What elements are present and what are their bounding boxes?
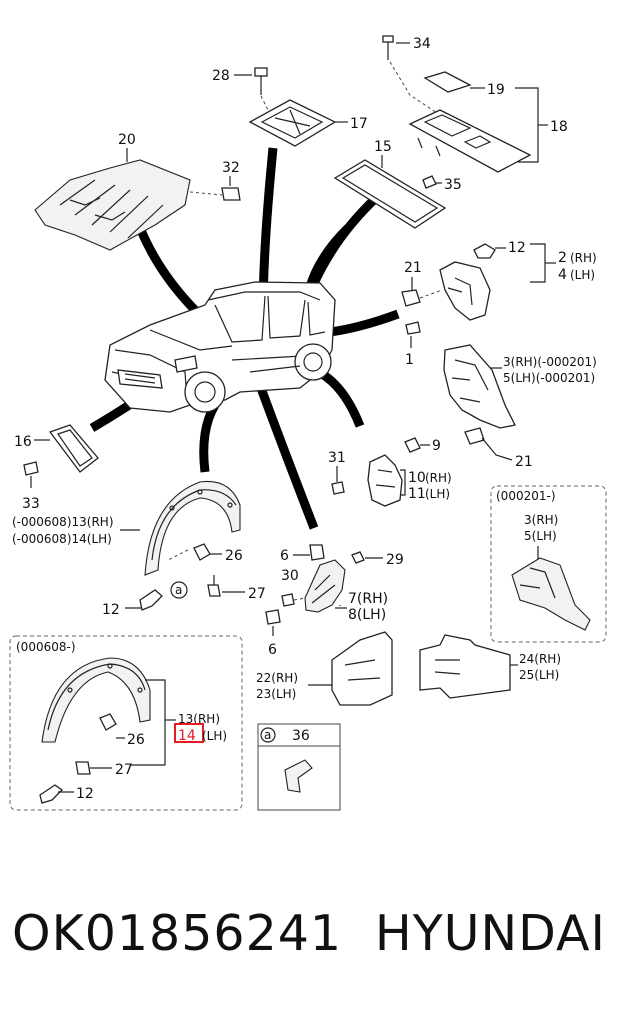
callout-box608: (000608-) bbox=[16, 640, 76, 654]
callout-35: 35 bbox=[444, 177, 462, 193]
part-32-bolt: 32 bbox=[189, 160, 241, 201]
callout-16: 16 bbox=[14, 434, 32, 450]
callout-32: 32 bbox=[222, 160, 240, 176]
part-35-clip: 35 bbox=[422, 175, 462, 193]
callout-11-suffix: (LH) bbox=[425, 487, 450, 501]
callout-36: 36 bbox=[292, 728, 310, 744]
callout-1: 1 bbox=[405, 352, 414, 368]
callout-26a: 26 bbox=[225, 548, 243, 564]
footer: OK01856241 HYUNDAI bbox=[0, 905, 620, 985]
vehicle-illustration bbox=[104, 281, 336, 413]
callout-20: 20 bbox=[118, 132, 136, 148]
callout-26b: 26 bbox=[127, 732, 145, 748]
part-28-17: 28 17 bbox=[212, 67, 368, 147]
callout-4: 4 bbox=[558, 267, 567, 283]
callout-30: 30 bbox=[281, 568, 299, 584]
part-10-11-mudflap: 9 31 10 (RH) 11 (LH) bbox=[328, 437, 452, 507]
callout-22: 22(RH) bbox=[256, 671, 298, 685]
callout-3: 3(RH)(-000201) bbox=[503, 355, 597, 369]
callout-12b: 12 bbox=[102, 602, 120, 618]
callout-10: 10 bbox=[408, 470, 426, 486]
callout-21a: 21 bbox=[404, 260, 422, 276]
inset-box-36: a 36 bbox=[257, 723, 341, 811]
callout-12c: 12 bbox=[76, 786, 94, 802]
callout-15: 15 bbox=[374, 139, 392, 155]
callout-12a: 12 bbox=[508, 240, 526, 256]
variant-box-000201: (000201-) 3(RH) 5(LH) bbox=[490, 485, 607, 643]
callout-17: 17 bbox=[350, 116, 368, 132]
part-2-4-bracket: 12 2 (RH) 4 (LH) 21 1 bbox=[401, 240, 597, 368]
callout-2-suffix: (RH) bbox=[570, 251, 597, 265]
part-18-19: 19 18 bbox=[408, 71, 568, 173]
callout-5b: 5(LH) bbox=[524, 529, 557, 543]
callout-18: 18 bbox=[550, 119, 568, 135]
callout-14b-suffix: (LH) bbox=[202, 729, 227, 743]
callout-13b: 13(RH) bbox=[178, 712, 220, 726]
brand-name: HYUNDAI bbox=[374, 905, 606, 962]
part-20-shield: 20 bbox=[34, 132, 191, 251]
callout-3b: 3(RH) bbox=[524, 513, 558, 527]
callout-19: 19 bbox=[487, 82, 505, 98]
part-number: OK01856241 bbox=[12, 905, 343, 962]
callout-9: 9 bbox=[432, 438, 441, 454]
leader-strokes bbox=[89, 147, 400, 530]
callout-10-suffix: (RH) bbox=[425, 471, 452, 485]
callout-14b: 14 bbox=[178, 728, 196, 744]
callout-29: 29 bbox=[386, 552, 404, 568]
part-3-5-guard: 3(RH)(-000201) 5(LH)(-000201) 21 bbox=[443, 344, 597, 470]
callout-21b: 21 bbox=[515, 454, 533, 470]
highlight-14 bbox=[174, 723, 204, 743]
part-34-bolt: 34 bbox=[382, 35, 441, 116]
callout-8: 8(LH) bbox=[348, 607, 386, 623]
part-22-23-flap: 22(RH) 23(LH) bbox=[256, 631, 393, 706]
part-24-25-flap: 24(RH) 25(LH) bbox=[419, 634, 561, 699]
part-7-8-flap: 6 29 30 7(RH) 8(LH) 6 bbox=[265, 544, 404, 658]
callout-25: 25(LH) bbox=[519, 668, 559, 682]
callout-14a: (-000608)14(LH) bbox=[12, 532, 112, 546]
parts-diagram: 34 28 17 19 18 15 35 bbox=[9, 35, 607, 811]
callout-a2: a bbox=[264, 728, 271, 742]
callout-11: 11 bbox=[408, 486, 426, 502]
callout-33: 33 bbox=[22, 496, 40, 512]
callout-5: 5(LH)(-000201) bbox=[503, 371, 595, 385]
callout-4-suffix: (LH) bbox=[570, 268, 595, 282]
callout-a1: a bbox=[175, 583, 182, 597]
variant-box-000608: (000608-) 13(RH) 14 (LH) 26 27 12 bbox=[9, 635, 243, 811]
callout-box201: (000201-) bbox=[496, 489, 556, 503]
callout-31: 31 bbox=[328, 450, 346, 466]
callout-23: 23(LH) bbox=[256, 687, 296, 701]
callout-24: 24(RH) bbox=[519, 652, 561, 666]
callout-6b: 6 bbox=[268, 642, 277, 658]
callout-34: 34 bbox=[413, 36, 431, 52]
part-13-14-arch-upper: (-000608)13(RH) (-000608)14(LH) 26 a 27 … bbox=[12, 480, 266, 618]
callout-2: 2 bbox=[558, 250, 567, 266]
callout-6a: 6 bbox=[280, 548, 289, 564]
callout-27a: 27 bbox=[248, 586, 266, 602]
callout-13a: (-000608)13(RH) bbox=[12, 515, 114, 529]
callout-27b: 27 bbox=[115, 762, 133, 778]
callout-28: 28 bbox=[212, 68, 230, 84]
part-15-gasket: 15 bbox=[333, 139, 447, 229]
part-16-33-lamp: 16 33 bbox=[14, 424, 99, 512]
callout-7: 7(RH) bbox=[348, 591, 388, 607]
